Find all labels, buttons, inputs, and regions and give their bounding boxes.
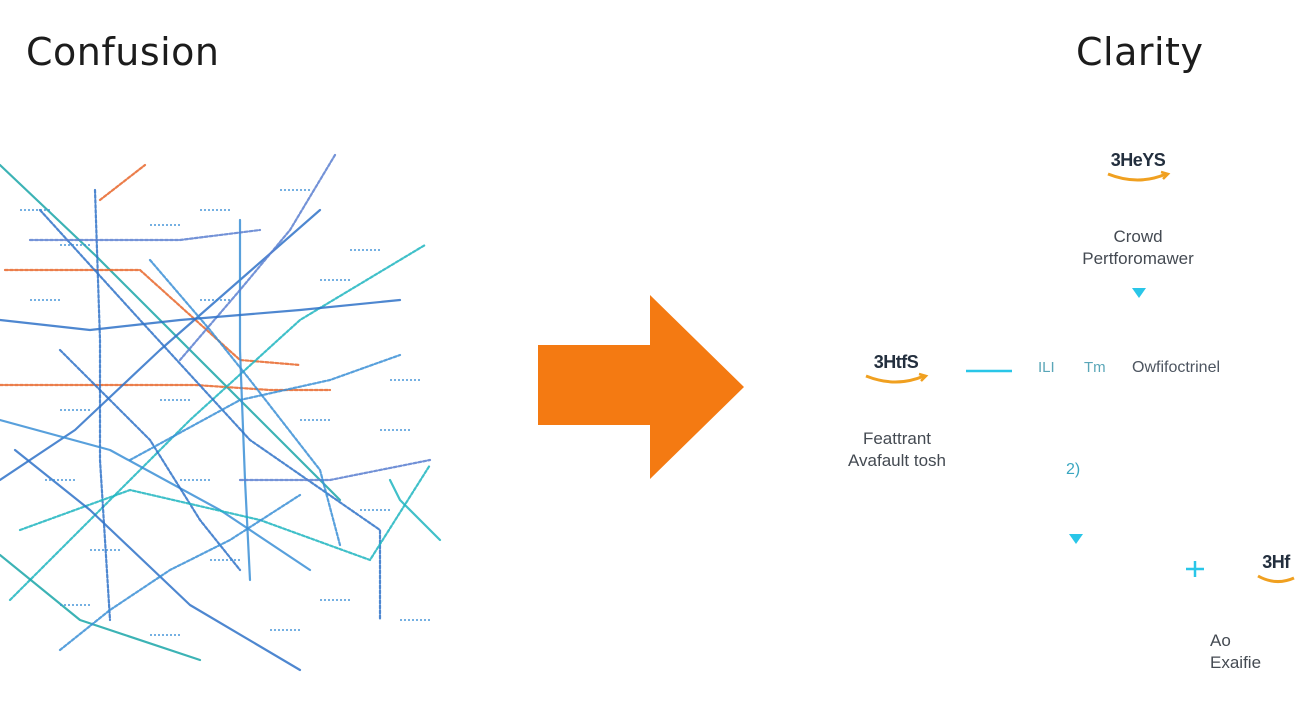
network-line [238,218,252,582]
arrow-shape [538,295,744,479]
connector-label-small-1: ILI [1038,359,1055,376]
caption-right: Ao Exaifie [1210,630,1300,674]
network-line [0,418,312,572]
network-line [58,493,302,652]
caption-middle-line-2: Avafault tosh [848,451,946,470]
caption-right-line-2: Exaifie [1210,653,1262,672]
network-line [238,458,432,482]
network-line [8,243,427,602]
network-line [148,258,342,547]
network-line [388,478,442,542]
confusion-heading: Confusion [26,30,220,74]
caption-top: Crowd Pertforomawer [1060,226,1216,270]
logo-smile-icon [1107,170,1171,182]
network-line [98,163,147,202]
logo-right-text: 3Hf [1262,552,1290,572]
caption-top-line-2: Pertforomawer [1082,249,1194,268]
caption-right-line-1: Ao [1210,631,1231,650]
connector-label-number: 2) [1066,461,1081,478]
logo-smile-icon [1257,574,1295,583]
network-line [0,298,402,332]
logo-smile-icon [865,372,929,384]
logo-top-text: 3HeYS [1110,150,1166,170]
network-line [38,208,382,622]
network-line [28,228,262,242]
transition-arrow-icon [538,295,744,479]
connector-label-small-2: Tm [1084,359,1106,376]
network-line [178,153,337,362]
tangled-network-graphic [0,153,442,672]
down-arrow-icon-2 [1069,534,1083,544]
network-line [13,448,302,672]
network-line [128,353,402,462]
network-line [93,188,112,622]
logo-middle: 3HtfS [856,352,936,386]
network-line [3,268,302,367]
clarity-heading: Clarity [1076,30,1204,74]
logo-right: 3Hf [1246,552,1306,586]
caption-top-line-1: Crowd [1113,227,1163,246]
caption-middle-line-1: Feattrant [862,429,932,448]
caption-middle: Feattrant Avafault tosh [836,428,958,472]
logo-top: 3HeYS [1098,150,1178,184]
logo-middle-text: 3HtfS [873,352,919,372]
down-arrow-icon-1 [1132,288,1146,298]
connector-label-text: Owfifoctrinel [1132,359,1221,376]
network-line [0,553,202,662]
